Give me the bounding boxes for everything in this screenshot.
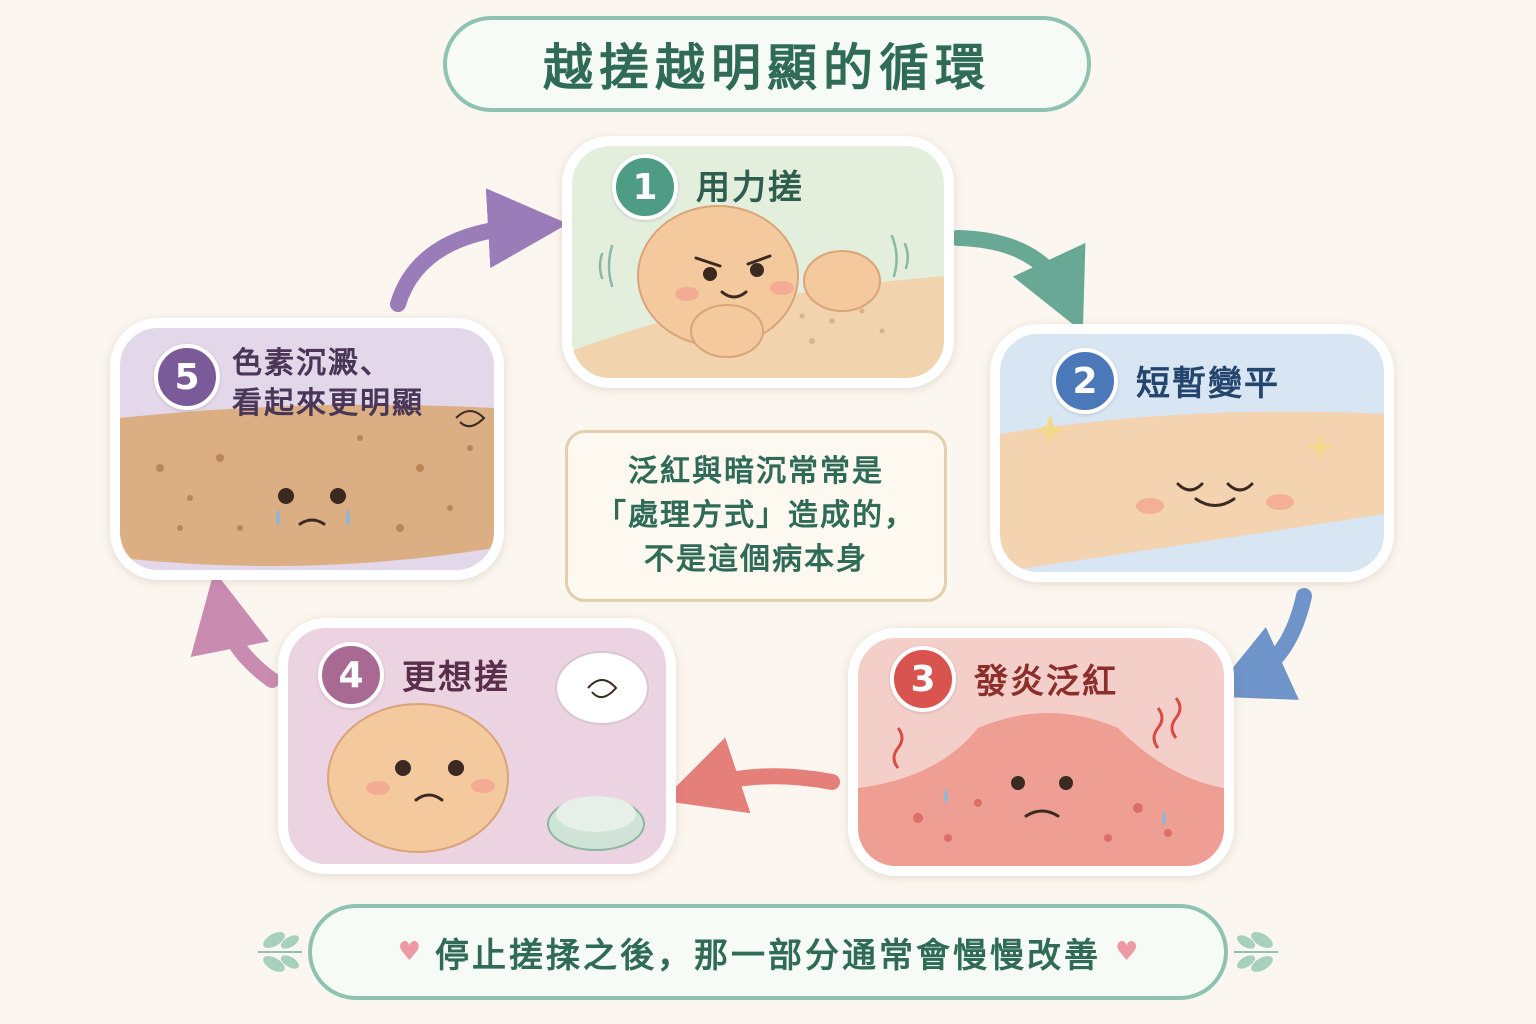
step-label-2: 短暫變平 [1136,364,1280,404]
step-number-badge-5: 5 [154,344,220,410]
step-number-5: 5 [174,356,200,398]
heart-icon-right: ♥ [1115,937,1139,967]
step-card-1: 1 用力搓 [562,136,954,388]
inflamed-skin-illustration [858,697,1224,866]
center-note: 泛紅與暗沉常常是 「處理方式」造成的， 不是這個病本身 [565,430,947,602]
page-title: 越搓越明顯的循環 [543,39,991,97]
step-label-5-line-2: 看起來更明顯 [232,386,424,421]
step-card-3: 3 發炎泛紅 [848,628,1234,876]
center-note-line-3: 不是這個病本身 [644,542,868,577]
step-card-5: 5 色素沉澱、 看起來更明顯 [110,318,504,580]
arrow-3-to-4 [662,737,840,814]
center-note-line-2: 「處理方式」造成的， [596,498,916,533]
step-number-2: 2 [1072,360,1098,402]
step-number-badge-3: 3 [890,646,956,712]
leaf-icon-left [258,932,302,972]
arrow-5-to-1 [390,188,568,312]
step-card-2: 2 短暫變平 [990,324,1394,582]
rubbing-skin-illustration [572,205,944,378]
craving-to-rub-illustration [327,651,649,853]
step-label-3: 發炎泛紅 [974,662,1118,702]
step-number-3: 3 [910,658,936,700]
step-number-1: 1 [632,166,658,208]
bottom-message-banner: ♥ 停止搓揉之後，那一部分通常會慢慢改善 ♥ [308,904,1228,1000]
step-label-5: 色素沉澱、 看起來更明顯 [232,344,424,424]
heart-icon-left: ♥ [397,937,421,967]
step-number-badge-4: 4 [318,642,384,708]
arrow-2-to-3 [1209,588,1312,700]
bottom-message: 停止搓揉之後，那一部分通常會慢慢改善 [435,935,1101,976]
step-card-4: 4 更想搓 [278,618,676,874]
step-label-4: 更想搓 [402,658,510,698]
step-number-4: 4 [338,654,364,696]
arrow-4-to-5 [190,570,280,688]
title-banner: 越搓越明顯的循環 [443,16,1091,112]
flat-skin-illustration [1000,411,1384,572]
leaf-icon-right [1234,932,1278,972]
arrow-1-to-2 [950,230,1086,333]
step-label-5-line-1: 色素沉澱、 [232,346,392,381]
center-note-line-1: 泛紅與暗沉常常是 [628,454,884,489]
step-number-badge-2: 2 [1052,348,1118,414]
step-number-badge-1: 1 [612,154,678,220]
pigmented-skin-illustration [120,404,494,566]
step-label-1: 用力搓 [696,168,804,208]
